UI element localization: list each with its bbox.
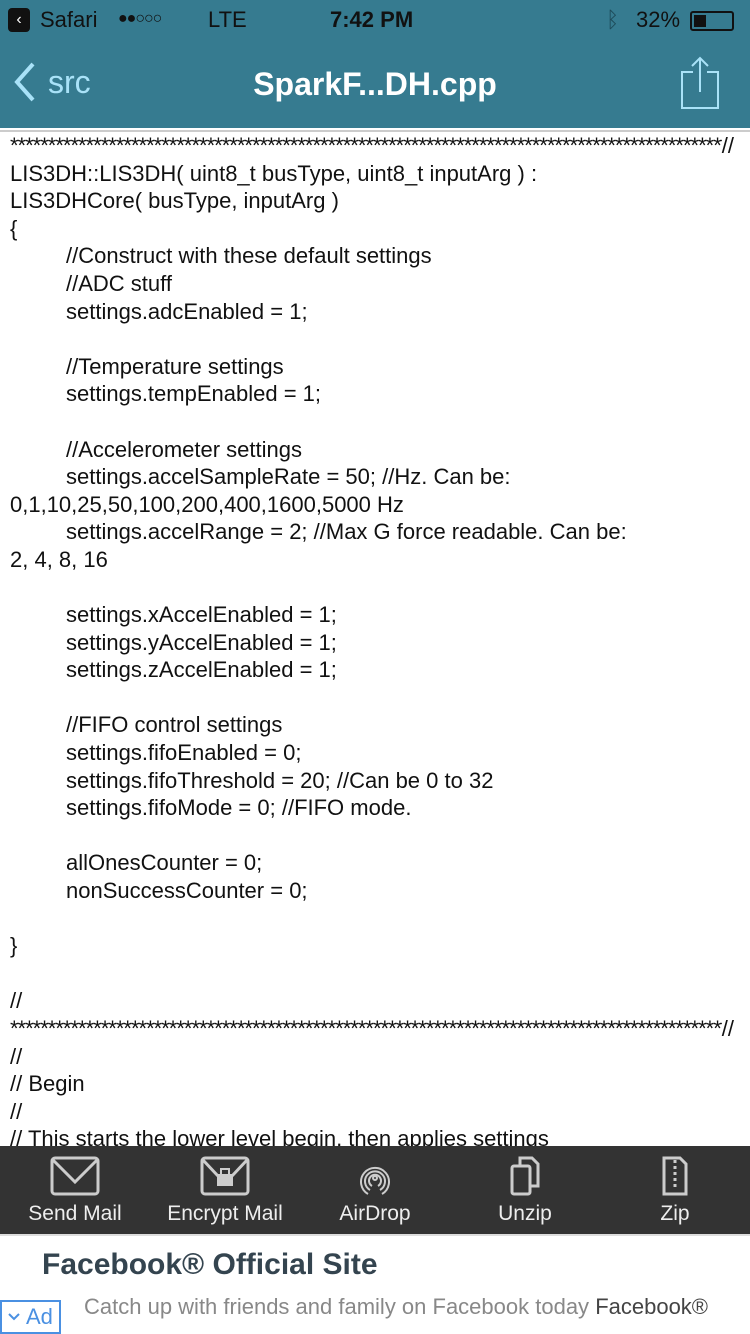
bluetooth-icon: ᛒ [606,7,620,32]
code-line [10,822,750,850]
code-line: //Construct with these default settings [66,243,432,269]
code-line: LIS3DH::LIS3DH( uint8_t busType, uint8_t… [10,160,538,186]
back-label: src [48,63,91,100]
header: ‹ Safari ●●○○○ LTE 7:42 PM ᛒ 32% src Spa… [0,0,750,128]
unzip-icon [510,1156,540,1196]
signal-strength: ●●○○○ [118,10,162,27]
ad-title[interactable]: Facebook® Official Site [42,1248,378,1281]
nav-bar: src SparkF...DH.cpp [0,40,750,128]
code-line: //Accelerometer settings [66,436,302,462]
zip-button[interactable]: Zip [600,1146,750,1234]
code-line: settings.fifoEnabled = 0; [66,740,302,766]
code-line: // [10,988,23,1014]
back-button[interactable]: src [14,62,91,102]
toolbar-label: AirDrop [339,1202,411,1225]
back-to-app-icon[interactable]: ‹ [8,8,30,32]
code-line [10,408,750,436]
encrypt-mail-button[interactable]: Encrypt Mail [150,1146,300,1234]
page-title: SparkF...DH.cpp [253,66,497,102]
code-line: //ADC stuff [66,270,172,296]
code-line: settings.yAccelEnabled = 1; [66,629,337,655]
action-toolbar: Send Mail Encrypt Mail AirDrop Unzip Zip [0,1146,750,1234]
code-line: settings.xAccelEnabled = 1; [66,602,337,628]
encrypt-mail-icon [200,1156,250,1196]
zip-icon [662,1156,688,1196]
status-bar: ‹ Safari ●●○○○ LTE 7:42 PM ᛒ 32% [0,0,750,40]
code-line: 2, 4, 8, 16 [10,546,108,572]
airdrop-button[interactable]: AirDrop [300,1146,450,1234]
network: LTE [208,7,247,32]
share-icon[interactable] [680,56,720,110]
code-line [10,905,750,933]
code-line: // Begin [10,1071,85,1097]
code-line: settings.accelRange = 2; //Max G force r… [66,519,627,545]
battery-percent: 32% [636,7,681,32]
code-line [10,684,750,712]
code-separator: ****************************************… [10,133,734,158]
chevron-left-icon [14,62,35,102]
code-line: allOnesCounter = 0; [66,850,263,876]
toolbar-label: Encrypt Mail [167,1202,283,1225]
code-line: settings.accelSampleRate = 50; //Hz. Can… [66,464,511,490]
clock: 7:42 PM [330,7,414,32]
code-line: // [10,1098,23,1124]
code-line: //Temperature settings [66,353,284,379]
code-separator: ****************************************… [10,1016,734,1041]
code-line [10,574,750,602]
code-line: LIS3DHCore( busType, inputArg ) [10,188,339,214]
code-line: //FIFO control settings [66,712,283,738]
code-line: { [10,215,18,241]
send-mail-button[interactable]: Send Mail [0,1146,150,1234]
code-line: // [10,1043,23,1069]
code-line: nonSuccessCounter = 0; [66,878,308,904]
code-line: settings.zAccelEnabled = 1; [66,657,337,683]
code-line [10,960,750,988]
ad-text: Catch up with friends and family on Face… [84,1294,709,1319]
code-line [10,325,750,353]
code-line: settings.tempEnabled = 1; [66,381,321,407]
code-line: } [10,933,18,959]
ad-badge[interactable]: Ad [0,1300,61,1334]
unzip-button[interactable]: Unzip [450,1146,600,1234]
toolbar-label: Send Mail [28,1202,122,1225]
chevron-down-icon [8,1313,20,1321]
battery-icon [690,11,734,31]
ad-banner[interactable]: Facebook® Official Site Catch up with fr… [0,1234,750,1334]
code-line: 0,1,10,25,50,100,200,400,1600,5000 Hz [10,491,404,517]
code-line: settings.adcEnabled = 1; [66,298,308,324]
code-line: settings.fifoThreshold = 20; //Can be 0 … [66,767,494,793]
code-line: // This starts the lower level begin, th… [10,1126,549,1146]
airdrop-icon [360,1166,390,1195]
carrier[interactable]: Safari [40,7,98,32]
toolbar-label: Zip [660,1202,690,1225]
mail-icon [50,1156,100,1196]
toolbar-label: Unzip [498,1202,552,1225]
code-line: settings.fifoMode = 0; //FIFO mode. [66,795,412,821]
code-viewer[interactable]: ****************************************… [0,130,750,1146]
